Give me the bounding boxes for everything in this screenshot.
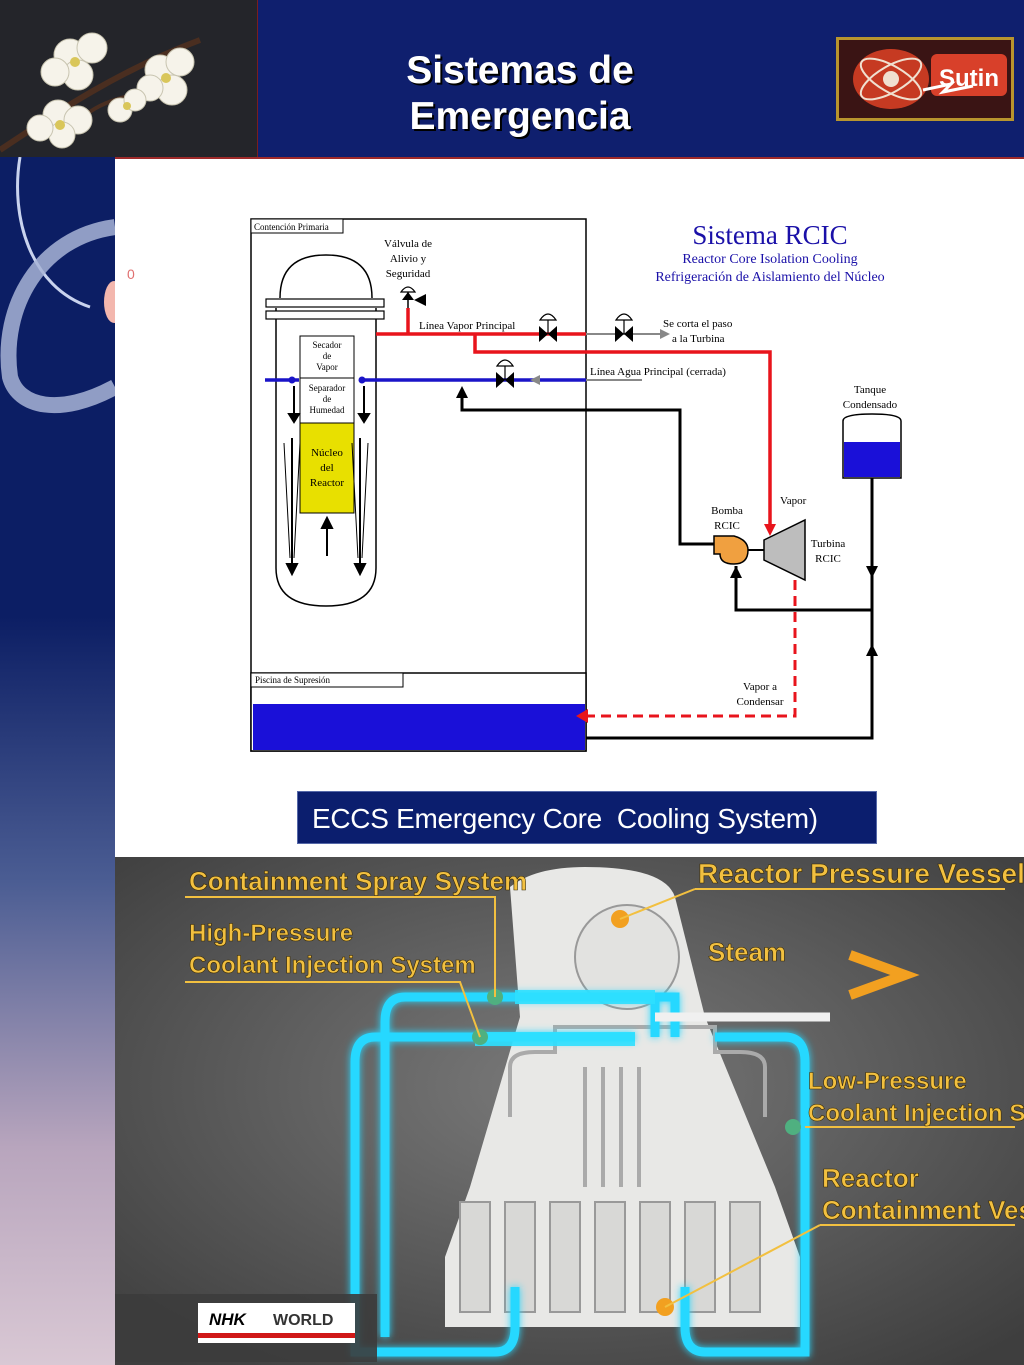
lp-injection-label-2: Coolant Injection System bbox=[808, 1100, 1024, 1127]
steam-label: Steam bbox=[708, 937, 786, 967]
page-title: Sistemas de Emergencia bbox=[300, 48, 740, 141]
water-line-label: Línea Agua Principal (cerrada) bbox=[590, 366, 726, 378]
rcic-steam-line bbox=[473, 334, 772, 528]
containment-vessel-label-1: Reactor bbox=[822, 1163, 919, 1193]
decorative-left-strip bbox=[0, 157, 115, 1365]
suppression-pool-water bbox=[253, 704, 585, 750]
rpv-label: Reactor Pressure Vessel bbox=[698, 858, 1024, 889]
slide-marker: 0 bbox=[127, 266, 135, 282]
rcic-subtitle-es: Refrigeración de Aislamiento del Núcleo bbox=[655, 270, 884, 285]
steam-line-label: Línea Vapor Principal bbox=[419, 320, 515, 332]
rcic-pump-icon bbox=[713, 535, 749, 565]
steam-arrow-icon bbox=[848, 950, 920, 1000]
suppression-pool-suction-line bbox=[586, 610, 874, 740]
cherry-blossom-image bbox=[0, 0, 258, 157]
rcic-title: Sistema RCIC bbox=[692, 220, 847, 250]
vapor-label: Vapor bbox=[780, 495, 807, 507]
relief-valve-icon bbox=[399, 286, 426, 308]
steam-isolation-valve-icon bbox=[538, 313, 558, 342]
rcic-diagram: Contención Primaria Piscina de Supresión… bbox=[240, 208, 920, 763]
primary-containment-label: Contención Primaria bbox=[254, 222, 329, 232]
eccs-label: ECCS Emergency Core Cooling System) bbox=[297, 791, 877, 844]
hp-injection-label-1: High-Pressure bbox=[189, 920, 353, 947]
title-line-2: Emergencia bbox=[409, 95, 631, 139]
sutin-logo: Sutin bbox=[836, 37, 1014, 121]
steam-exhaust-line bbox=[582, 580, 797, 718]
header-band: Sistemas de Emergencia Sutin bbox=[0, 0, 1024, 159]
nhk-world-text: WORLD bbox=[273, 1312, 333, 1329]
lp-injection-label-1: Low-Pressure bbox=[808, 1068, 967, 1095]
pump-suction-line bbox=[734, 566, 872, 612]
containment-vessel-label-2: Containment Vessel bbox=[822, 1195, 1024, 1225]
hp-injection-label-2: Coolant Injection System bbox=[189, 952, 476, 979]
suppression-pool-label: Piscina de Supresión bbox=[255, 675, 330, 685]
reactor-core bbox=[299, 422, 355, 514]
rcic-subtitle-en: Reactor Core Isolation Cooling bbox=[682, 252, 857, 267]
containment-spray-label: Containment Spray System bbox=[189, 866, 527, 896]
eccs-photo: Containment Spray System High-Pressure C… bbox=[115, 857, 1024, 1365]
water-line-valve-icon bbox=[495, 359, 515, 388]
nhk-logo-text: NHK bbox=[209, 1310, 248, 1329]
title-line-1: Sistemas de bbox=[406, 49, 634, 92]
logo-text: Sutin bbox=[939, 65, 999, 92]
rcic-injection-line bbox=[460, 393, 714, 546]
turbine-valve-icon bbox=[614, 313, 634, 342]
rcic-turbine-icon bbox=[763, 518, 806, 582]
